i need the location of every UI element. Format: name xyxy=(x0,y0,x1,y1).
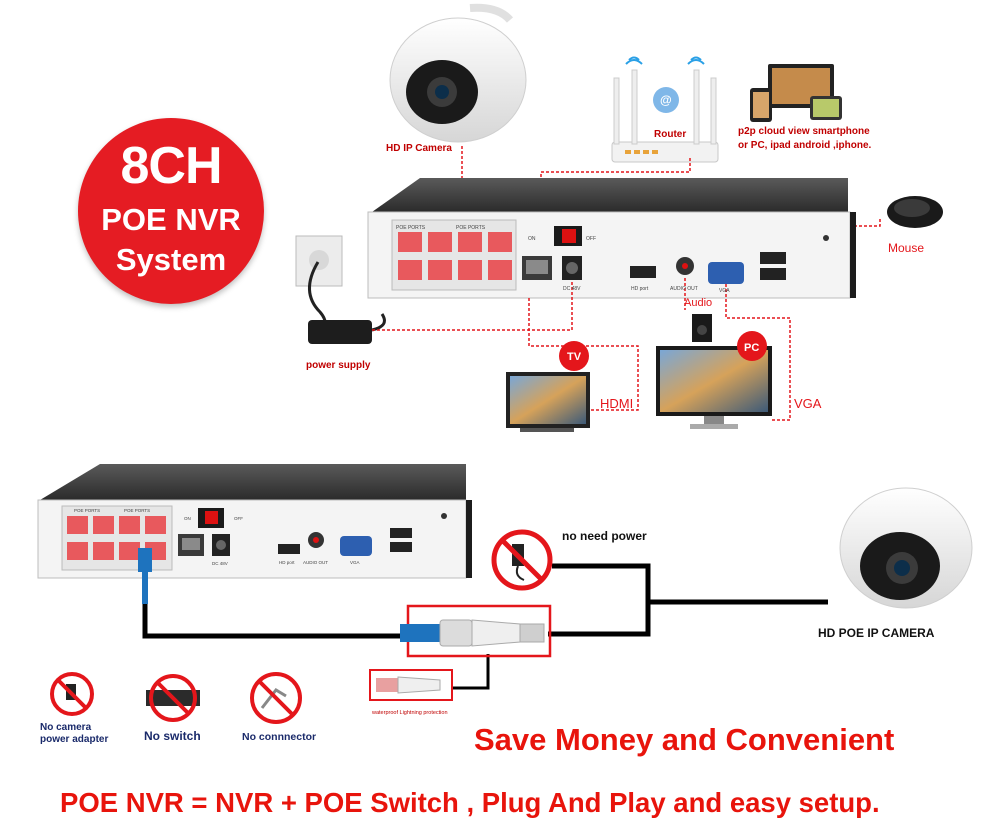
dome-camera-top xyxy=(389,3,527,143)
vga-link-line xyxy=(725,284,791,421)
label-mouse: Mouse xyxy=(888,241,924,255)
panel-audio-out: AUDIO OUT xyxy=(670,286,698,292)
panel-poe-ports-2: POE PORTS xyxy=(456,225,486,231)
label-no-need-power: no need power xyxy=(562,529,647,543)
svg-text:@: @ xyxy=(660,93,672,107)
panel-b-on: ON xyxy=(184,516,191,521)
tv-icon xyxy=(506,341,590,432)
label-no-camera-adapter-1: No camera xyxy=(40,722,92,733)
nvr-top xyxy=(367,178,856,299)
panel-b-hd-port: HD port xyxy=(279,560,295,565)
label-cloud-line2: or PC, ipad android ,iphone. xyxy=(738,140,872,151)
label-audio: Audio xyxy=(684,297,712,309)
panel-on: ON xyxy=(528,236,536,242)
badge-line-3: System xyxy=(115,242,227,277)
label-camera-top: HD IP Camera xyxy=(386,143,452,154)
label-no-connector: No connnector xyxy=(242,731,316,743)
no-power-adapter-icon xyxy=(491,529,553,591)
poe-cable-connector xyxy=(400,619,545,647)
label-no-switch: No switch xyxy=(144,729,201,743)
label-waterproof: waterproof Lightning protection xyxy=(371,710,448,716)
dome-camera-bottom xyxy=(839,487,973,609)
panel-b-vga: VGA xyxy=(350,560,360,565)
smart-devices-icon xyxy=(750,64,842,122)
panel-b-off: OFF xyxy=(234,516,243,521)
label-power-supply: power supply xyxy=(306,360,371,371)
panel-hd-port: HD port xyxy=(631,286,649,292)
speaker-icon xyxy=(692,314,712,342)
nvr-bottom xyxy=(37,464,472,579)
label-tv: TV xyxy=(567,351,582,363)
waterproof-cover xyxy=(376,676,441,694)
pc-monitor-icon xyxy=(656,331,772,429)
wire-nvr-to-injector xyxy=(142,604,420,639)
label-hd-poe-camera: HD POE IP CAMERA xyxy=(818,626,935,640)
panel-b-poe-ports-2: POE PORTS xyxy=(124,508,150,513)
panel-off: OFF xyxy=(586,236,596,242)
label-hdmi: HDMI xyxy=(600,396,633,411)
panel-dc: DC 48V xyxy=(563,286,581,292)
waterproof-box xyxy=(369,669,453,701)
headline-save-money: Save Money and Convenient xyxy=(474,722,894,757)
panel-b-audio-out: AUDIO OUT xyxy=(303,560,328,565)
router-icon: @ xyxy=(611,56,719,163)
no-connector-icon xyxy=(250,672,302,724)
hdmi-link-line xyxy=(528,298,639,411)
power-supply-icon xyxy=(295,235,386,344)
label-pc: PC xyxy=(744,342,759,354)
no-camera-adapter-icon xyxy=(50,672,94,716)
label-router: Router xyxy=(654,129,686,140)
label-cloud-line1: p2p cloud view smartphone xyxy=(738,126,870,137)
wire-power-loop xyxy=(548,563,651,637)
panel-vga: VGA xyxy=(719,288,730,294)
no-switch-icon xyxy=(146,674,200,722)
badge-line-2: POE NVR xyxy=(101,202,241,237)
headline-poe-formula: POE NVR = NVR + POE Switch , Plug And Pl… xyxy=(60,787,880,818)
rj45-plug-nvr xyxy=(138,548,152,572)
power-link-line xyxy=(372,282,573,331)
label-no-camera-adapter-2: power adapter xyxy=(40,734,108,745)
wire-to-protector xyxy=(452,654,490,690)
panel-b-dc: DC 48V xyxy=(212,561,228,566)
system-badge: 8CH POE NVR System xyxy=(78,118,264,304)
mouse-icon xyxy=(887,196,943,228)
badge-line-1: 8CH xyxy=(120,137,222,195)
label-vga: VGA xyxy=(794,396,822,411)
panel-poe-ports-1: POE PORTS xyxy=(396,225,426,231)
panel-b-poe-ports-1: POE PORTS xyxy=(74,508,100,513)
